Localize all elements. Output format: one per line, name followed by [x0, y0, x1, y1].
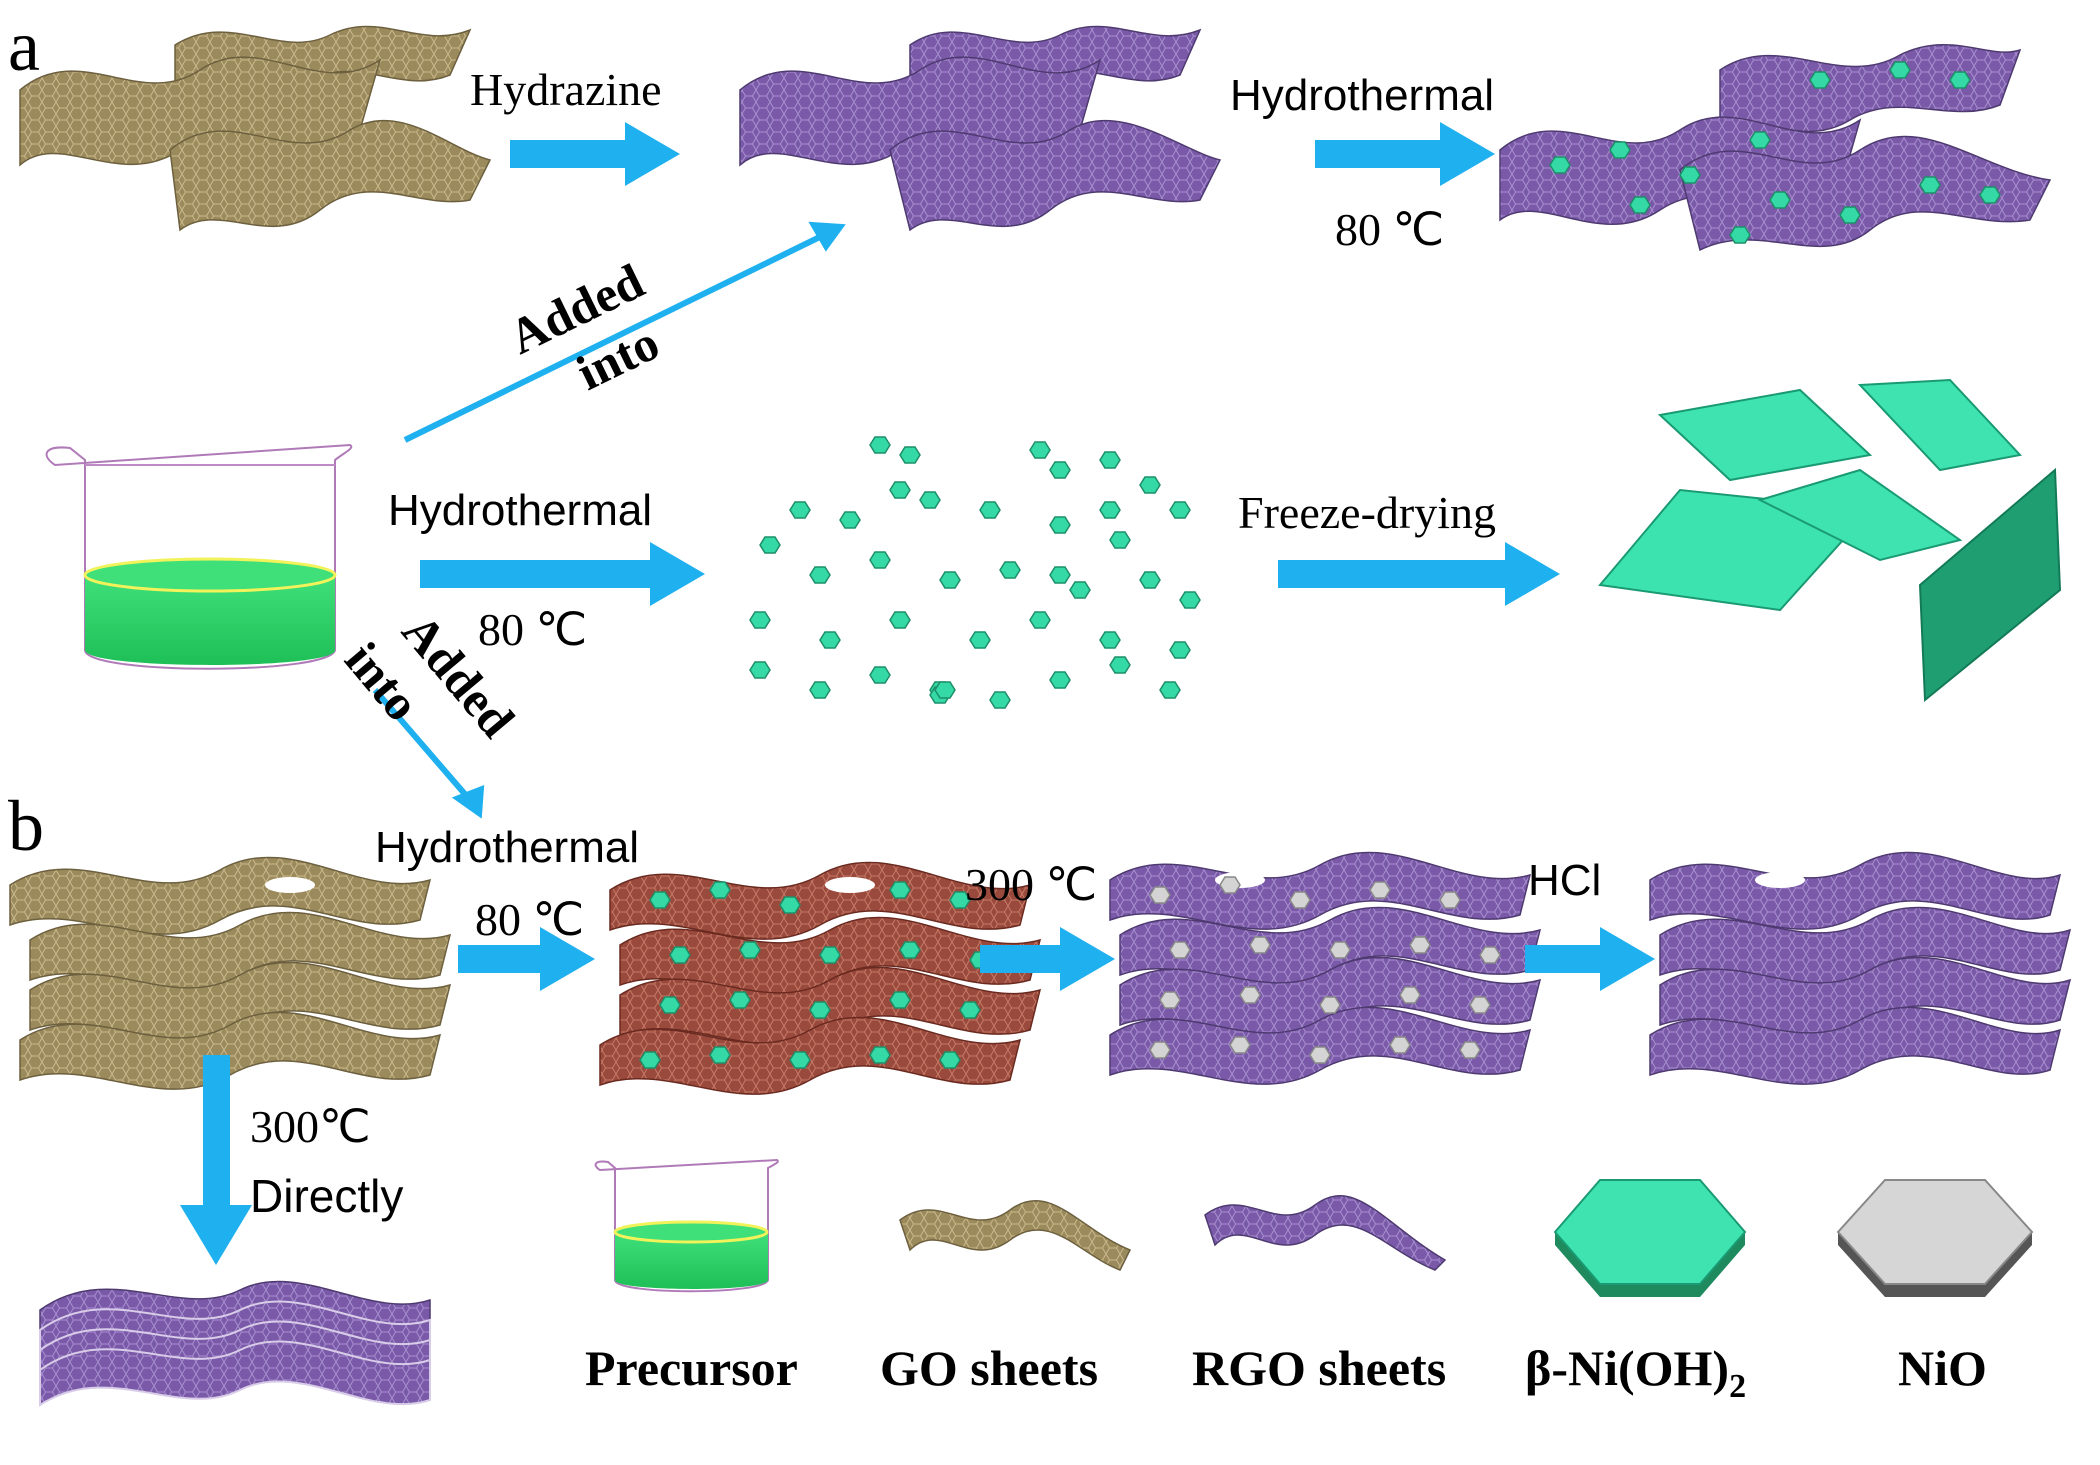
- label-freeze-drying: Freeze-drying: [1238, 487, 1496, 538]
- legend-precursor-label: Precursor: [585, 1340, 798, 1396]
- panel-label-b: b: [8, 786, 44, 866]
- label-directly: Directly: [250, 1170, 403, 1222]
- rgo-sheets-stack-direct: [39, 1280, 431, 1407]
- panel-label-a: a: [8, 6, 40, 86]
- legend-rgo-icon: [1204, 1195, 1447, 1271]
- arrow-directly: [180, 1055, 252, 1265]
- arrow-added-into-down: [372, 688, 473, 802]
- nioh2-large-sheets: [1598, 378, 2062, 703]
- label-temp-300-directly: 300℃: [250, 1101, 371, 1152]
- arrow-hydrothermal-b: [458, 927, 595, 991]
- precursor-beaker: [45, 443, 353, 670]
- label-hydrothermal-a1: Hydrothermal: [1230, 71, 1494, 120]
- legend-nioh2-prefix: β-Ni(OH): [1525, 1340, 1729, 1396]
- label-hcl: HCl: [1528, 856, 1601, 905]
- go-nioh2-hybrid-stack: [599, 861, 1042, 1095]
- label-hydrothermal-b: Hydrothermal: [375, 823, 639, 872]
- legend-precursor-icon: [594, 1158, 779, 1293]
- rgo-nioh2-hybrid-a: [1499, 44, 2052, 252]
- arrow-hydrothermal-a2: [420, 542, 705, 606]
- label-temp-80-b: 80 ℃: [475, 894, 584, 945]
- legend-go-label: GO sheets: [880, 1340, 1098, 1396]
- arrow-hydrazine: [510, 122, 680, 186]
- legend: Precursor GO sheets RGO sheets β-Ni(OH)2…: [585, 1158, 2034, 1405]
- legend-nioh2-sub: 2: [1729, 1368, 1746, 1405]
- label-hydrazine: Hydrazine: [470, 64, 662, 115]
- arrow-300-b: [980, 927, 1115, 991]
- legend-nio-label: NiO: [1898, 1340, 1987, 1396]
- legend-nio-icon: [1836, 1179, 2034, 1297]
- rgo-nio-hybrid-stack: [1109, 851, 1542, 1085]
- label-temp-80-a2: 80 ℃: [478, 604, 587, 655]
- rgo-sheets-stack-a: [739, 25, 1222, 232]
- rgo-sheets-stack-final: [1649, 851, 2072, 1085]
- label-temp-80-a1: 80 ℃: [1335, 204, 1444, 255]
- legend-nioh2-icon: [1553, 1179, 1747, 1297]
- legend-go-icon: [899, 1199, 1132, 1271]
- go-sheets-stack-a: [19, 25, 492, 232]
- nioh2-nanoplates-scatter: [749, 436, 1201, 709]
- arrow-added-into-up: [403, 229, 832, 443]
- arrow-freeze-drying: [1278, 542, 1560, 606]
- go-sheets-stack-b: [9, 856, 452, 1090]
- label-temp-300-b: 300 ℃: [965, 859, 1097, 910]
- arrow-hydrothermal-a1: [1315, 122, 1495, 186]
- legend-rgo-label: RGO sheets: [1192, 1340, 1446, 1396]
- legend-nioh2-label: β-Ni(OH)2: [1525, 1340, 1746, 1405]
- label-hydrothermal-a2: Hydrothermal: [388, 486, 652, 535]
- arrow-hcl: [1525, 927, 1655, 991]
